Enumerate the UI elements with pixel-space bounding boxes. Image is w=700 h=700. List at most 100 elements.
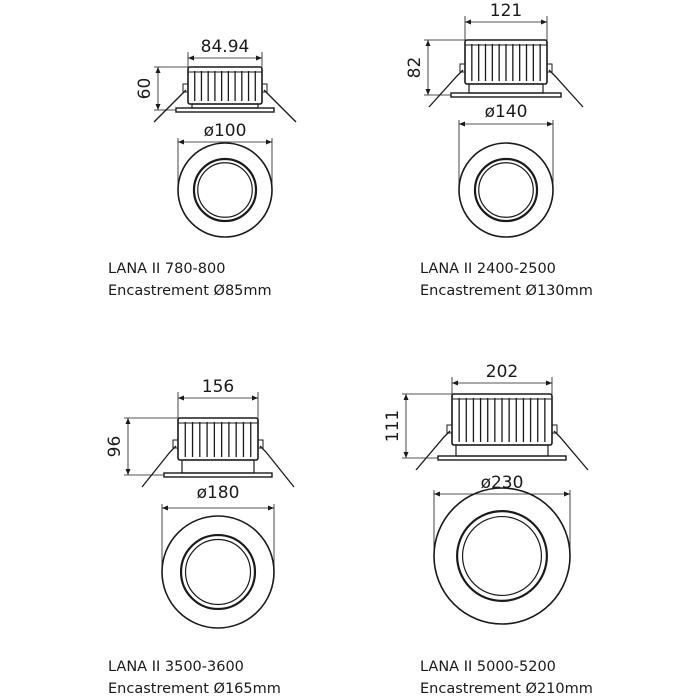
- reflector-ring: [473, 157, 539, 223]
- product-caption-3: LANA II 3500-3600 Encastrement Ø165mm: [108, 656, 281, 700]
- side-view: [141, 417, 295, 488]
- dimension-arrowhead: [425, 40, 431, 46]
- clip-bracket-left: [172, 439, 179, 449]
- trim-flange: [163, 472, 273, 478]
- spring-clip-right: [553, 430, 589, 471]
- clip-bracket-left: [182, 83, 189, 93]
- outer-trim-ring: [458, 142, 554, 238]
- dimension-arrowhead: [425, 89, 431, 95]
- reflector-ring: [192, 157, 258, 223]
- product-name: LANA II 780-800: [108, 261, 226, 277]
- dimension-arrowhead: [452, 380, 458, 386]
- cutout-size: Encastrement Ø165mm: [108, 681, 281, 697]
- lamp-collar: [181, 459, 255, 474]
- cutout-size: Encastrement Ø85mm: [108, 283, 272, 299]
- clip-bracket-right: [551, 424, 558, 434]
- side-view: [415, 393, 589, 471]
- front-view: [433, 487, 571, 625]
- width-dimension: 156: [177, 377, 259, 418]
- dimension-arrowhead: [178, 395, 184, 401]
- product-drawing-2: 121 82 ø140: [405, 1, 584, 238]
- outer-trim-ring: [433, 487, 571, 625]
- clip-bracket-left: [446, 424, 453, 434]
- trim-flange: [450, 92, 562, 98]
- heatsink-body: [187, 66, 263, 105]
- side-view: [153, 66, 297, 123]
- dimension-arrowhead: [564, 491, 570, 497]
- dimension-arrowhead: [188, 55, 194, 61]
- clip-bracket-right: [261, 83, 268, 93]
- lamp-collar: [468, 83, 544, 94]
- dimension-arrowhead: [268, 505, 274, 511]
- height-dimension-label: 82: [405, 57, 425, 79]
- product-name: LANA II 3500-3600: [108, 659, 244, 675]
- diameter-dimension: ø180: [161, 483, 275, 572]
- dimension-arrowhead: [155, 67, 161, 73]
- dimension-arrowhead: [459, 121, 465, 127]
- height-dimension-label: 60: [135, 78, 155, 100]
- height-dimension-label: 111: [383, 410, 403, 442]
- lamp-collar: [455, 444, 549, 457]
- front-view: [161, 515, 275, 629]
- diameter-dimension: ø140: [458, 102, 554, 190]
- diameter-dimension-label: ø140: [485, 102, 528, 122]
- spring-clip-right: [548, 69, 584, 108]
- dimension-arrowhead: [546, 380, 552, 386]
- width-dimension-label: 84.94: [201, 37, 250, 57]
- outer-trim-ring: [161, 515, 275, 629]
- dimension-arrowhead: [125, 469, 131, 475]
- product-name: LANA II 2400-2500: [420, 261, 556, 277]
- dimension-arrowhead: [547, 121, 553, 127]
- product-caption-1: LANA II 780-800 Encastrement Ø85mm: [108, 258, 272, 302]
- spring-clip-left: [428, 69, 464, 108]
- reflector-ring: [179, 533, 257, 611]
- dimension-arrowhead: [155, 104, 161, 110]
- dimension-arrowhead: [178, 139, 184, 145]
- width-dimension: 202: [451, 362, 553, 394]
- front-view: [177, 142, 273, 238]
- diameter-dimension-label: ø100: [204, 121, 247, 141]
- dimension-arrowhead: [434, 491, 440, 497]
- clip-bracket-right: [257, 439, 264, 449]
- dimension-arrowhead: [125, 418, 131, 424]
- product-caption-4: LANA II 5000-5200 Encastrement Ø210mm: [420, 656, 593, 700]
- dimension-arrowhead: [403, 452, 409, 458]
- spring-clip-left: [415, 430, 451, 471]
- lens-ring: [184, 538, 252, 606]
- width-dimension: 121: [464, 1, 548, 40]
- cutout-size: Encastrement Ø130mm: [420, 283, 593, 299]
- width-dimension-label: 202: [486, 362, 518, 382]
- width-dimension: 84.94: [187, 37, 263, 67]
- trim-flange: [175, 107, 275, 113]
- clip-bracket-left: [459, 63, 466, 73]
- clip-bracket-right: [546, 63, 553, 73]
- product-name: LANA II 5000-5200: [420, 659, 556, 675]
- lens-ring: [197, 162, 253, 218]
- product-drawing-1: 84.94 60 ø100: [135, 37, 297, 238]
- spring-clip-right: [263, 89, 297, 123]
- dimension-arrowhead: [541, 19, 547, 25]
- cutout-size: Encastrement Ø210mm: [420, 681, 593, 697]
- dimension-arrowhead: [256, 55, 262, 61]
- width-dimension-label: 156: [202, 377, 234, 397]
- dimension-arrowhead: [403, 394, 409, 400]
- dimension-arrowhead: [162, 505, 168, 511]
- product-caption-2: LANA II 2400-2500 Encastrement Ø130mm: [420, 258, 593, 302]
- height-dimension: 82: [405, 39, 465, 96]
- height-dimension: 111: [383, 393, 452, 459]
- dimension-arrowhead: [465, 19, 471, 25]
- front-view: [458, 142, 554, 238]
- dimension-arrowhead: [266, 139, 272, 145]
- lens-ring: [461, 515, 543, 597]
- lens-ring: [478, 162, 534, 218]
- trim-flange: [437, 455, 567, 461]
- spring-clip-right: [259, 445, 295, 488]
- diameter-dimension-label: ø180: [197, 483, 240, 503]
- dimension-arrowhead: [252, 395, 258, 401]
- width-dimension-label: 121: [490, 1, 522, 21]
- heatsink-body: [177, 417, 259, 461]
- side-view: [428, 39, 584, 108]
